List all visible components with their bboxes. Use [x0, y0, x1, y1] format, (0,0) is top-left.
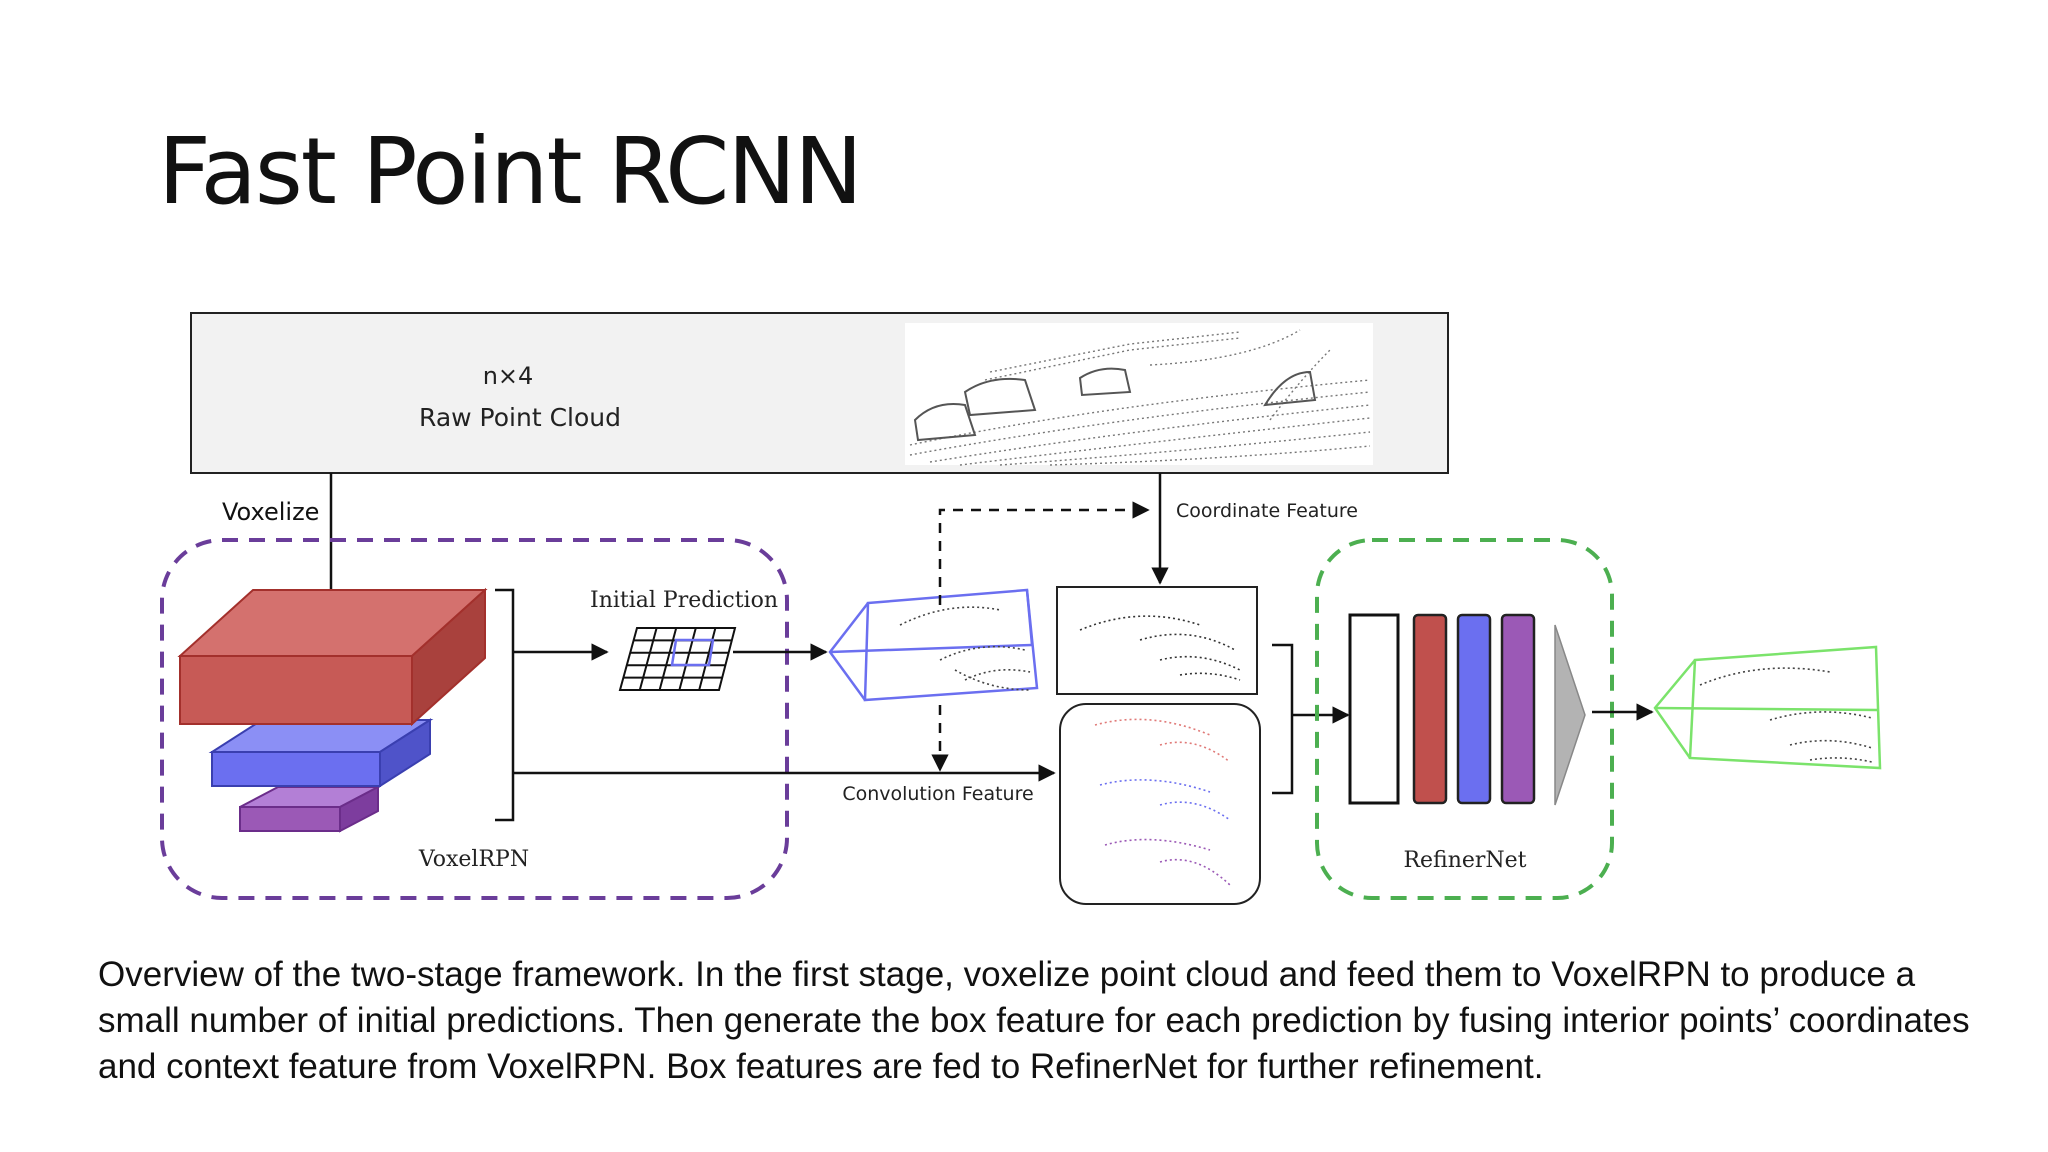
lidar-cars: [913, 367, 1317, 442]
voxel-feature-pyramid: [177, 587, 488, 833]
lidar-scene-image: [905, 323, 1373, 465]
initial-prediction-label: Initial Prediction: [590, 588, 778, 613]
raw-point-cloud-label: Raw Point Cloud: [419, 403, 621, 432]
convolution-feature-panel: [1059, 703, 1261, 905]
coordinate-feature-label: Coordinate Feature: [1176, 500, 1358, 522]
refinernet-label: RefinerNet: [1403, 848, 1526, 873]
initial-prediction-grid: [618, 627, 737, 691]
predicted-3d-box: [828, 588, 1039, 702]
predicted-box-points: [899, 606, 1031, 691]
refinernet-layers: [1348, 613, 1586, 806]
raw-point-cloud-dims: n×4: [483, 362, 534, 390]
refinernet-region: [1315, 538, 1614, 900]
raw-point-cloud-panel: n×4 Raw Point Cloud: [190, 312, 1449, 474]
voxelize-label: Voxelize: [222, 498, 319, 526]
voxelrpn-output-bracket: [495, 588, 515, 822]
prediction-highlight: [670, 638, 715, 667]
lidar-scan-lines: [909, 329, 1371, 466]
voxelrpn-label: VoxelRPN: [418, 847, 529, 872]
convolution-feature-label: Convolution Feature: [842, 783, 1033, 805]
refined-box-points: [1699, 667, 1873, 763]
feature-merge-bracket: [1272, 643, 1294, 795]
voxelrpn-region: [160, 538, 789, 900]
coordinate-feature-dashed-arrow: [938, 501, 1150, 605]
refined-3d-box: [1653, 645, 1882, 770]
slide-title: Fast Point RCNN: [158, 118, 863, 225]
coordinate-feature-panel: [1056, 586, 1258, 695]
slide-caption: Overview of the two-stage framework. In …: [98, 955, 1970, 1086]
